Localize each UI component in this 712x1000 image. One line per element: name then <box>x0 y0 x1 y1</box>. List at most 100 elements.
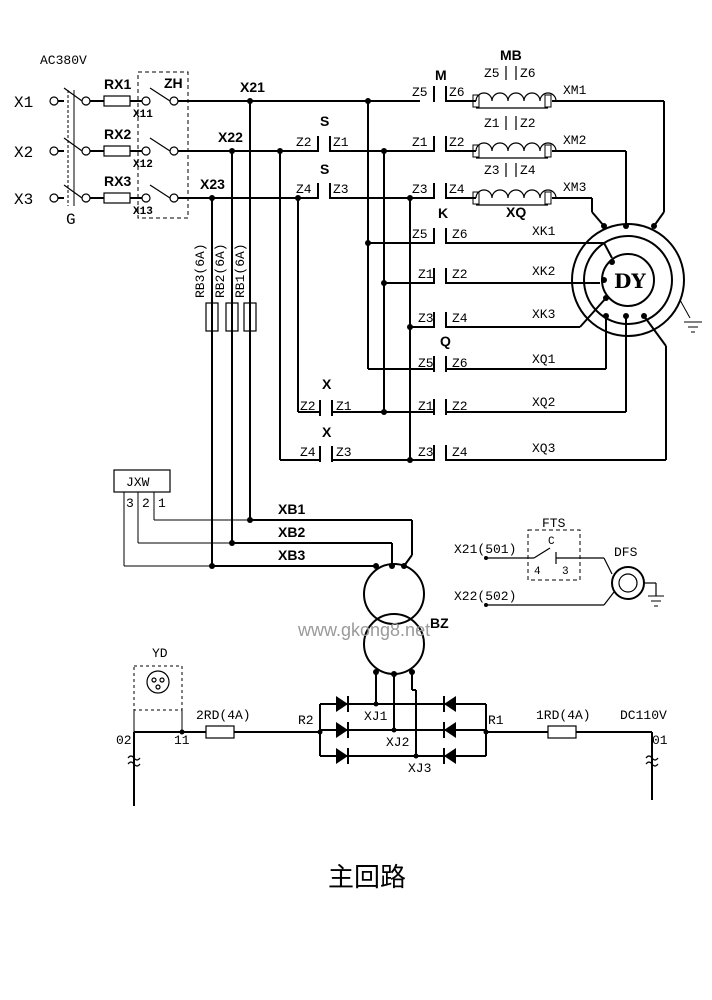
svg-text:Z6: Z6 <box>449 85 465 100</box>
svg-text:Z1: Z1 <box>418 399 434 414</box>
svg-text:Z1: Z1 <box>418 267 434 282</box>
svg-text:Z3: Z3 <box>412 182 428 197</box>
rectifier-bridge: XJ1 XJ2 XJ3 <box>319 674 487 776</box>
svg-text:XQ3: XQ3 <box>532 441 555 456</box>
svg-text:Z1: Z1 <box>484 116 500 131</box>
svg-text:1RD(4A): 1RD(4A) <box>536 708 591 723</box>
svg-text:Z1: Z1 <box>412 135 428 150</box>
control-fuses: RB3(6A) RB2(6A) RB1(6A) <box>193 98 257 566</box>
svg-text:XB2: XB2 <box>278 524 305 540</box>
svg-text:Z2: Z2 <box>452 267 468 282</box>
svg-text:X12: X12 <box>133 159 153 171</box>
svg-text:M: M <box>435 67 447 83</box>
svg-text:XQ1: XQ1 <box>532 352 556 367</box>
svg-text:Z5: Z5 <box>412 85 428 100</box>
svg-text:Z1: Z1 <box>333 135 349 150</box>
svg-text:X11: X11 <box>133 109 153 121</box>
contactor-x: X Z2 Z1 X Z4 Z3 <box>277 148 410 462</box>
svg-text:Z3: Z3 <box>336 445 352 460</box>
contactor-m-right: Z1 Z2 Z3 Z4 <box>412 135 476 199</box>
phase-x2: X2 RX2 <box>14 126 179 162</box>
svg-text:S: S <box>320 113 329 129</box>
svg-text:XJ1: XJ1 <box>364 709 388 724</box>
svg-text:Z2: Z2 <box>300 399 316 414</box>
motor-dy: DY <box>571 223 702 337</box>
ground-line <box>679 299 691 319</box>
svg-text:Z3: Z3 <box>484 163 500 178</box>
svg-text:XB1: XB1 <box>278 501 305 517</box>
svg-text:XK2: XK2 <box>532 264 555 279</box>
svg-text:Q: Q <box>440 333 451 349</box>
svg-text:X13: X13 <box>133 206 153 218</box>
svg-text:XB3: XB3 <box>278 547 305 563</box>
bus-x21: X21 <box>178 79 420 102</box>
phase-x3: X3 RX3 <box>14 173 179 209</box>
contactor-m: M Z5 Z6 <box>412 67 476 102</box>
svg-text:DFS: DFS <box>614 545 638 560</box>
lamp-yd: YD <box>133 646 183 732</box>
brake-mb: MB Z5 Z6 Z1 Z2 Z3 Z4 XQ <box>472 47 557 220</box>
svg-text:Z5: Z5 <box>484 66 500 81</box>
svg-text:Z2: Z2 <box>449 135 465 150</box>
svg-text:RB2(6A): RB2(6A) <box>213 243 228 298</box>
supply-voltage: AC380V <box>40 53 87 68</box>
svg-text:XJ2: XJ2 <box>386 735 409 750</box>
svg-text:Z3: Z3 <box>418 311 434 326</box>
svg-text:BZ: BZ <box>430 615 449 631</box>
svg-text:X22(502): X22(502) <box>454 589 516 604</box>
svg-text:X22: X22 <box>218 129 243 145</box>
svg-text:Z6: Z6 <box>452 227 468 242</box>
contactor-q: Q Z5 Z6 XQ1 Z1 Z2 XQ2 Z3 Z4 XQ3 <box>368 315 667 461</box>
zh-switch-box <box>137 71 189 219</box>
sensor-dfs: DFS <box>611 545 664 607</box>
svg-text:Z2: Z2 <box>452 399 468 414</box>
svg-text:XQ: XQ <box>506 204 526 220</box>
svg-text:Z3: Z3 <box>333 182 349 197</box>
svg-text:X: X <box>322 376 332 392</box>
svg-text:XM1: XM1 <box>563 83 587 98</box>
distribution-verticals <box>298 98 413 463</box>
svg-text:01: 01 <box>652 733 668 748</box>
svg-text:XK1: XK1 <box>532 224 556 239</box>
svg-text:Z4: Z4 <box>300 445 316 460</box>
svg-text:Z4: Z4 <box>449 182 465 197</box>
bus-x22: X22 <box>178 129 298 152</box>
svg-text:X2: X2 <box>14 144 33 162</box>
svg-text:Z4: Z4 <box>452 311 468 326</box>
svg-text:RB1(6A): RB1(6A) <box>233 243 248 298</box>
svg-text:Z1: Z1 <box>336 399 352 414</box>
svg-text:X23: X23 <box>200 176 225 192</box>
svg-text:Z5: Z5 <box>412 227 428 242</box>
dc-left: 2RD(4A) 02 11 R2 <box>116 708 323 806</box>
svg-text:XQ2: XQ2 <box>532 395 555 410</box>
svg-text:2: 2 <box>142 496 150 511</box>
svg-text:X21(501): X21(501) <box>454 542 516 557</box>
svg-text:XM3: XM3 <box>563 180 586 195</box>
bus-x23: X23 <box>178 176 298 199</box>
svg-text:RX2: RX2 <box>104 126 131 142</box>
svg-text:Z2: Z2 <box>296 135 312 150</box>
svg-text:3: 3 <box>126 496 134 511</box>
svg-text:Z2: Z2 <box>520 116 536 131</box>
svg-text:Z3: Z3 <box>418 445 434 460</box>
xb-lines: XB1 XB2 XB3 <box>212 501 413 567</box>
svg-text:S: S <box>320 161 329 177</box>
svg-text:YD: YD <box>152 646 168 661</box>
svg-text:X21: X21 <box>240 79 265 95</box>
svg-text:RX1: RX1 <box>104 76 131 92</box>
breaker-label: G <box>66 211 76 229</box>
svg-text:XJ3: XJ3 <box>408 761 431 776</box>
svg-text:R2: R2 <box>298 713 314 728</box>
motor-leads: XM1 XM2 XM3 <box>552 83 665 227</box>
relay-jxw: JXW 3 2 1 <box>113 469 253 569</box>
svg-text:11: 11 <box>174 733 190 748</box>
svg-text:XK3: XK3 <box>532 307 555 322</box>
svg-text:Z4: Z4 <box>520 163 536 178</box>
svg-text:DC110V: DC110V <box>620 708 667 723</box>
svg-text:DY: DY <box>614 269 646 293</box>
contactor-k: K Z5 Z6 XK1 Z1 Z2 XK2 Z3 Z4 XK3 <box>368 205 613 328</box>
svg-text:XM2: XM2 <box>563 133 586 148</box>
svg-text:2RD(4A): 2RD(4A) <box>196 708 251 723</box>
svg-text:Z4: Z4 <box>296 182 312 197</box>
